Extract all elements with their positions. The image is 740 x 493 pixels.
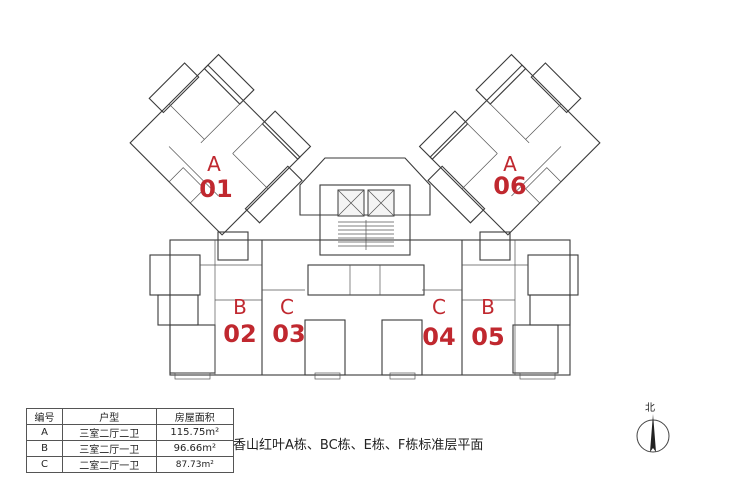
unit-labels: A 01 B 02 C 03 C 04 B 05 A 06 [199,152,526,351]
unit-label-03-number: 03 [272,320,305,348]
unit-label-01-number: 01 [199,175,232,203]
wing-left-a01 [129,53,312,236]
stair-lines [338,220,394,250]
legend-area: 87.73m² [155,456,235,473]
unit-label-01-type: A [207,152,221,176]
unit-label-02-type: B [233,295,247,319]
wing-right-a06 [418,53,601,236]
central-core [299,157,431,296]
legend-area: 115.75m² [155,424,235,441]
unit-label-03-type: C [280,295,294,319]
legend-layout: 二室二厅一卫 [62,456,157,473]
unit-label-04-type: C [432,295,446,319]
unit-label-02-number: 02 [223,320,256,348]
legend-code: C [26,456,63,473]
legend-header-code: 编号 [26,408,63,425]
legend-area: 96.66m² [155,440,235,457]
table-row: A 三室二厅二卫 115.75m² [26,424,235,441]
legend-layout: 三室二厅一卫 [62,440,157,457]
legend-layout: 三室二厅二卫 [62,424,157,441]
unit-label-05-type: B [481,295,495,319]
table-row: C 二室二厅一卫 87.73m² [26,456,235,473]
north-label: 北 [645,403,655,414]
legend-code: B [26,440,63,457]
legend-header-layout: 户型 [62,408,157,425]
table-row: B 三室二厅一卫 96.66m² [26,440,235,457]
legend-header-row: 编号 户型 房屋面积 [26,408,235,425]
north-arrow-icon [636,414,670,453]
unit-label-06-type: A [503,152,517,176]
unit-label-05-number: 05 [471,323,504,351]
unit-legend-table: 编号 户型 房屋面积 A 三室二厅二卫 115.75m² B 三室二厅一卫 96… [26,408,235,473]
lower-units [149,231,579,380]
unit-label-04-number: 04 [422,323,455,351]
legend-header-area: 房屋面积 [155,408,235,425]
unit-label-06-number: 06 [493,172,526,200]
legend-code: A [26,424,63,441]
plan-caption: 香山红叶A栋、BC栋、E栋、F栋标准层平面 [233,438,484,453]
